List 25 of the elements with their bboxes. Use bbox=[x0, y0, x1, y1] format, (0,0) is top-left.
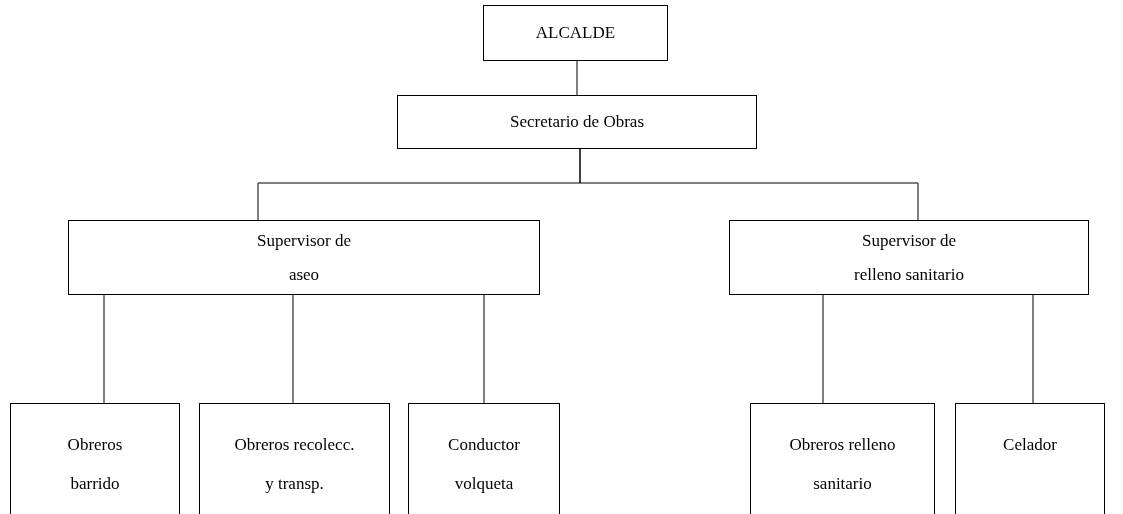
org-box bbox=[955, 403, 1105, 514]
org-box bbox=[199, 403, 390, 514]
role-label: ALCALDE bbox=[535, 22, 616, 44]
connector-line bbox=[1032, 294, 1034, 404]
org-box bbox=[397, 95, 757, 149]
connector-line bbox=[822, 294, 824, 404]
connector-line bbox=[103, 294, 105, 404]
org-box bbox=[68, 220, 540, 295]
role-label: Supervisor de aseo bbox=[256, 230, 352, 286]
org-box bbox=[750, 403, 935, 514]
org-box bbox=[729, 220, 1089, 295]
connector-line bbox=[576, 60, 578, 96]
role-label: Supervisor de relleno sanitario bbox=[853, 230, 965, 286]
connector-line bbox=[483, 294, 485, 404]
connector-line bbox=[292, 294, 294, 404]
role-label: Obreros barrido bbox=[66, 434, 124, 495]
connector-line bbox=[579, 148, 919, 221]
role-label: Conductor volqueta bbox=[447, 434, 521, 495]
org-box bbox=[483, 5, 668, 61]
org-box bbox=[408, 403, 560, 514]
org-box bbox=[10, 403, 180, 514]
role-label: Obreros recolecc. y transp. bbox=[233, 434, 356, 495]
role-label: Celador bbox=[1003, 434, 1057, 456]
role-label: Secretario de Obras bbox=[509, 111, 645, 133]
role-label: Obreros relleno sanitario bbox=[788, 434, 897, 495]
